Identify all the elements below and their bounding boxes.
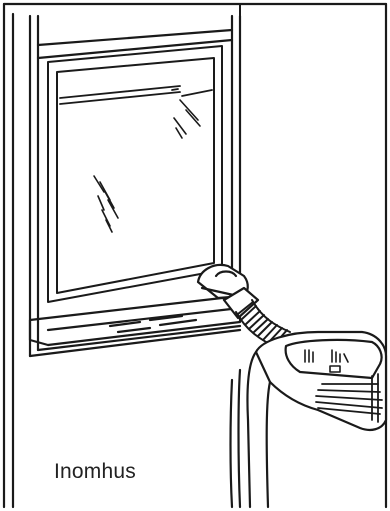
glass-top-rails <box>60 86 212 104</box>
glass-reflection-upper <box>174 100 200 138</box>
window-sill <box>30 298 240 356</box>
window-frame <box>30 16 240 356</box>
border-frame <box>4 4 386 507</box>
glass-reflection-middle <box>94 176 118 232</box>
indoor-label: Inomhus <box>54 460 136 484</box>
window-sash <box>48 46 222 302</box>
